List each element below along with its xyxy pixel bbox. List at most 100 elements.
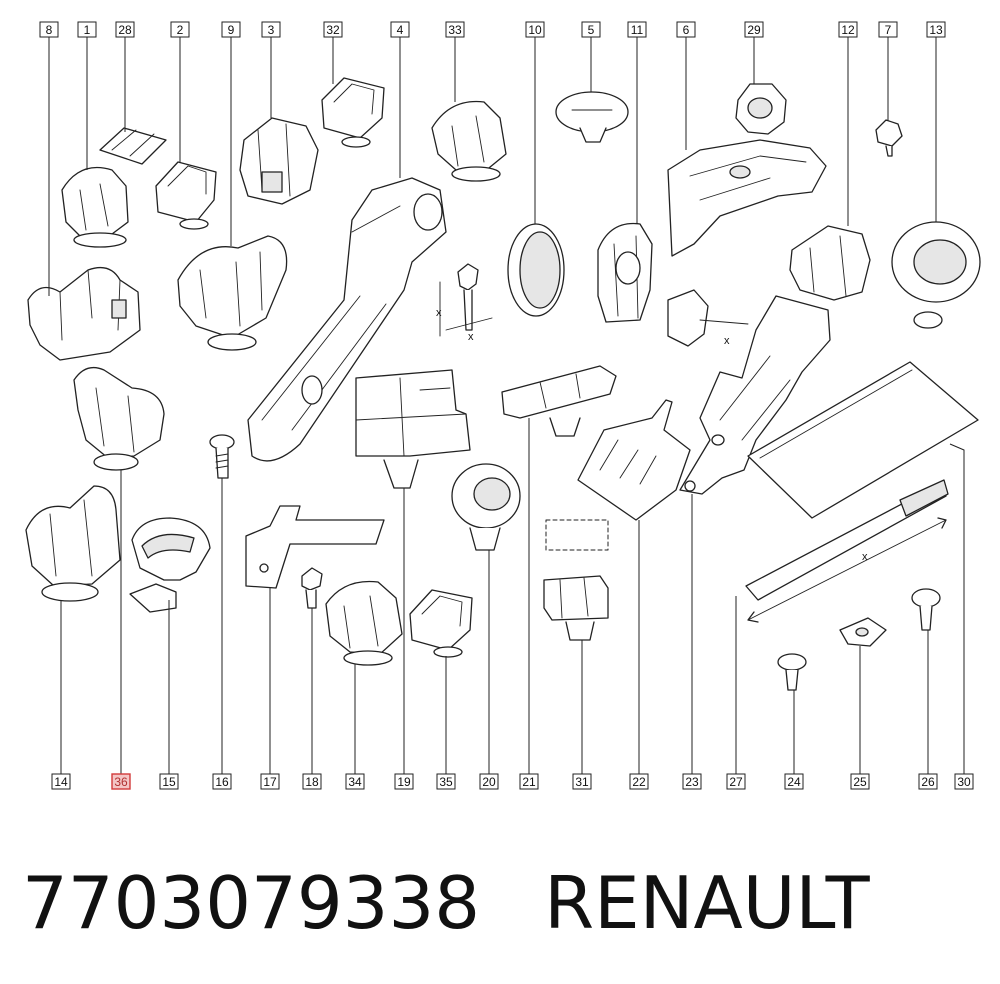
callout-number: 22 bbox=[632, 775, 646, 789]
callout-box bbox=[390, 21, 410, 38]
callout-36: 36 bbox=[111, 773, 131, 790]
callout-number: 27 bbox=[729, 775, 743, 789]
callout-box bbox=[159, 773, 179, 790]
callout-box bbox=[744, 21, 764, 38]
callout-box bbox=[676, 21, 696, 38]
part-27-drawing bbox=[745, 479, 949, 623]
callout-box bbox=[850, 773, 870, 790]
dimension-marks: x x x x bbox=[436, 307, 868, 563]
dimension-screw-drawing bbox=[439, 263, 493, 337]
part-30-drawing bbox=[747, 361, 979, 519]
part-34-drawing bbox=[325, 580, 403, 666]
callout-number: 10 bbox=[528, 23, 542, 37]
callout-29: 29 bbox=[744, 21, 764, 38]
callout-9: 9 bbox=[221, 21, 241, 38]
callout-number: 26 bbox=[921, 775, 935, 789]
callout-14: 14 bbox=[51, 773, 71, 790]
callout-24: 24 bbox=[784, 773, 804, 790]
part-2-drawing bbox=[155, 161, 217, 230]
callout-32: 32 bbox=[323, 21, 343, 38]
callout-box bbox=[918, 773, 938, 790]
callout-box bbox=[519, 773, 539, 790]
callout-number: 29 bbox=[747, 23, 761, 37]
brand-name: RENAULT bbox=[544, 861, 870, 945]
callout-3: 3 bbox=[261, 21, 281, 38]
callout-16: 16 bbox=[212, 773, 232, 790]
callout-19: 19 bbox=[394, 773, 414, 790]
part-11-drawing bbox=[597, 222, 653, 323]
callout-box bbox=[572, 773, 592, 790]
footer-caption: 7703079338 RENAULT bbox=[22, 858, 982, 948]
part-13-drawing bbox=[891, 221, 981, 329]
callout-26: 26 bbox=[918, 773, 938, 790]
part-15-drawing bbox=[129, 517, 211, 613]
part-32-drawing bbox=[321, 77, 385, 148]
callout-box bbox=[726, 773, 746, 790]
part-14-drawing bbox=[25, 485, 121, 602]
part-7-drawing bbox=[875, 119, 903, 157]
part-1-drawing bbox=[61, 166, 129, 248]
callout-11: 11 bbox=[627, 21, 647, 38]
callout-box bbox=[261, 21, 281, 38]
callout-33: 33 bbox=[445, 21, 465, 38]
callout-box bbox=[838, 21, 858, 38]
dimension-mark-cable-tie: x bbox=[862, 551, 868, 563]
part-23-drawing bbox=[679, 295, 831, 495]
leader-lines bbox=[48, 37, 965, 774]
callout-number: 36 bbox=[114, 775, 128, 789]
callout-10: 10 bbox=[525, 21, 545, 38]
callout-number: 32 bbox=[326, 23, 340, 37]
part-6-drawing bbox=[667, 139, 827, 257]
callout-box bbox=[77, 21, 97, 38]
callout-number: 11 bbox=[631, 23, 644, 37]
callout-number: 5 bbox=[588, 23, 595, 37]
fitting-drawing bbox=[667, 289, 749, 347]
part-17-drawing bbox=[245, 505, 385, 589]
callout-number: 20 bbox=[482, 775, 496, 789]
callout-box bbox=[479, 773, 499, 790]
callout-15: 15 bbox=[159, 773, 179, 790]
part-26-drawing bbox=[911, 588, 941, 631]
callout-box bbox=[682, 773, 702, 790]
callout-box bbox=[51, 773, 71, 790]
part-8-drawing bbox=[27, 266, 141, 361]
callout-number: 21 bbox=[522, 775, 536, 789]
dashed-outline bbox=[545, 519, 609, 551]
callout-number: 13 bbox=[929, 23, 943, 37]
callout-number: 3 bbox=[268, 23, 275, 37]
callout-box bbox=[212, 773, 232, 790]
part-19-drawing bbox=[355, 369, 471, 489]
part-31-drawing bbox=[543, 575, 609, 641]
callout-box bbox=[394, 773, 414, 790]
callout-28: 28 bbox=[115, 21, 135, 38]
part-12-drawing bbox=[789, 225, 871, 301]
parts-drawings bbox=[25, 77, 981, 691]
callout-box bbox=[954, 773, 974, 790]
part-22-drawing bbox=[577, 399, 691, 521]
callout-34: 34 bbox=[345, 773, 365, 790]
callout-number: 34 bbox=[348, 775, 362, 789]
callout-number: 15 bbox=[162, 775, 176, 789]
callout-number: 9 bbox=[228, 23, 235, 37]
callout-box bbox=[221, 21, 241, 38]
part-9-drawing bbox=[177, 235, 288, 351]
part-33-drawing bbox=[431, 100, 507, 182]
callout-box bbox=[445, 21, 465, 38]
callout-box bbox=[926, 21, 946, 38]
callout-box bbox=[260, 773, 280, 790]
callout-7: 7 bbox=[878, 21, 898, 38]
callout-box bbox=[345, 773, 365, 790]
callout-27: 27 bbox=[726, 773, 746, 790]
callout-box bbox=[302, 773, 322, 790]
part-16-drawing bbox=[209, 434, 235, 479]
callout-box bbox=[323, 21, 343, 38]
callout-number: 2 bbox=[177, 23, 184, 37]
part-5-drawing bbox=[555, 91, 629, 143]
callout-box bbox=[111, 773, 131, 790]
dimension-mark-screw: x bbox=[436, 307, 442, 319]
callout-35: 35 bbox=[436, 773, 456, 790]
part-36-drawing bbox=[73, 366, 165, 471]
